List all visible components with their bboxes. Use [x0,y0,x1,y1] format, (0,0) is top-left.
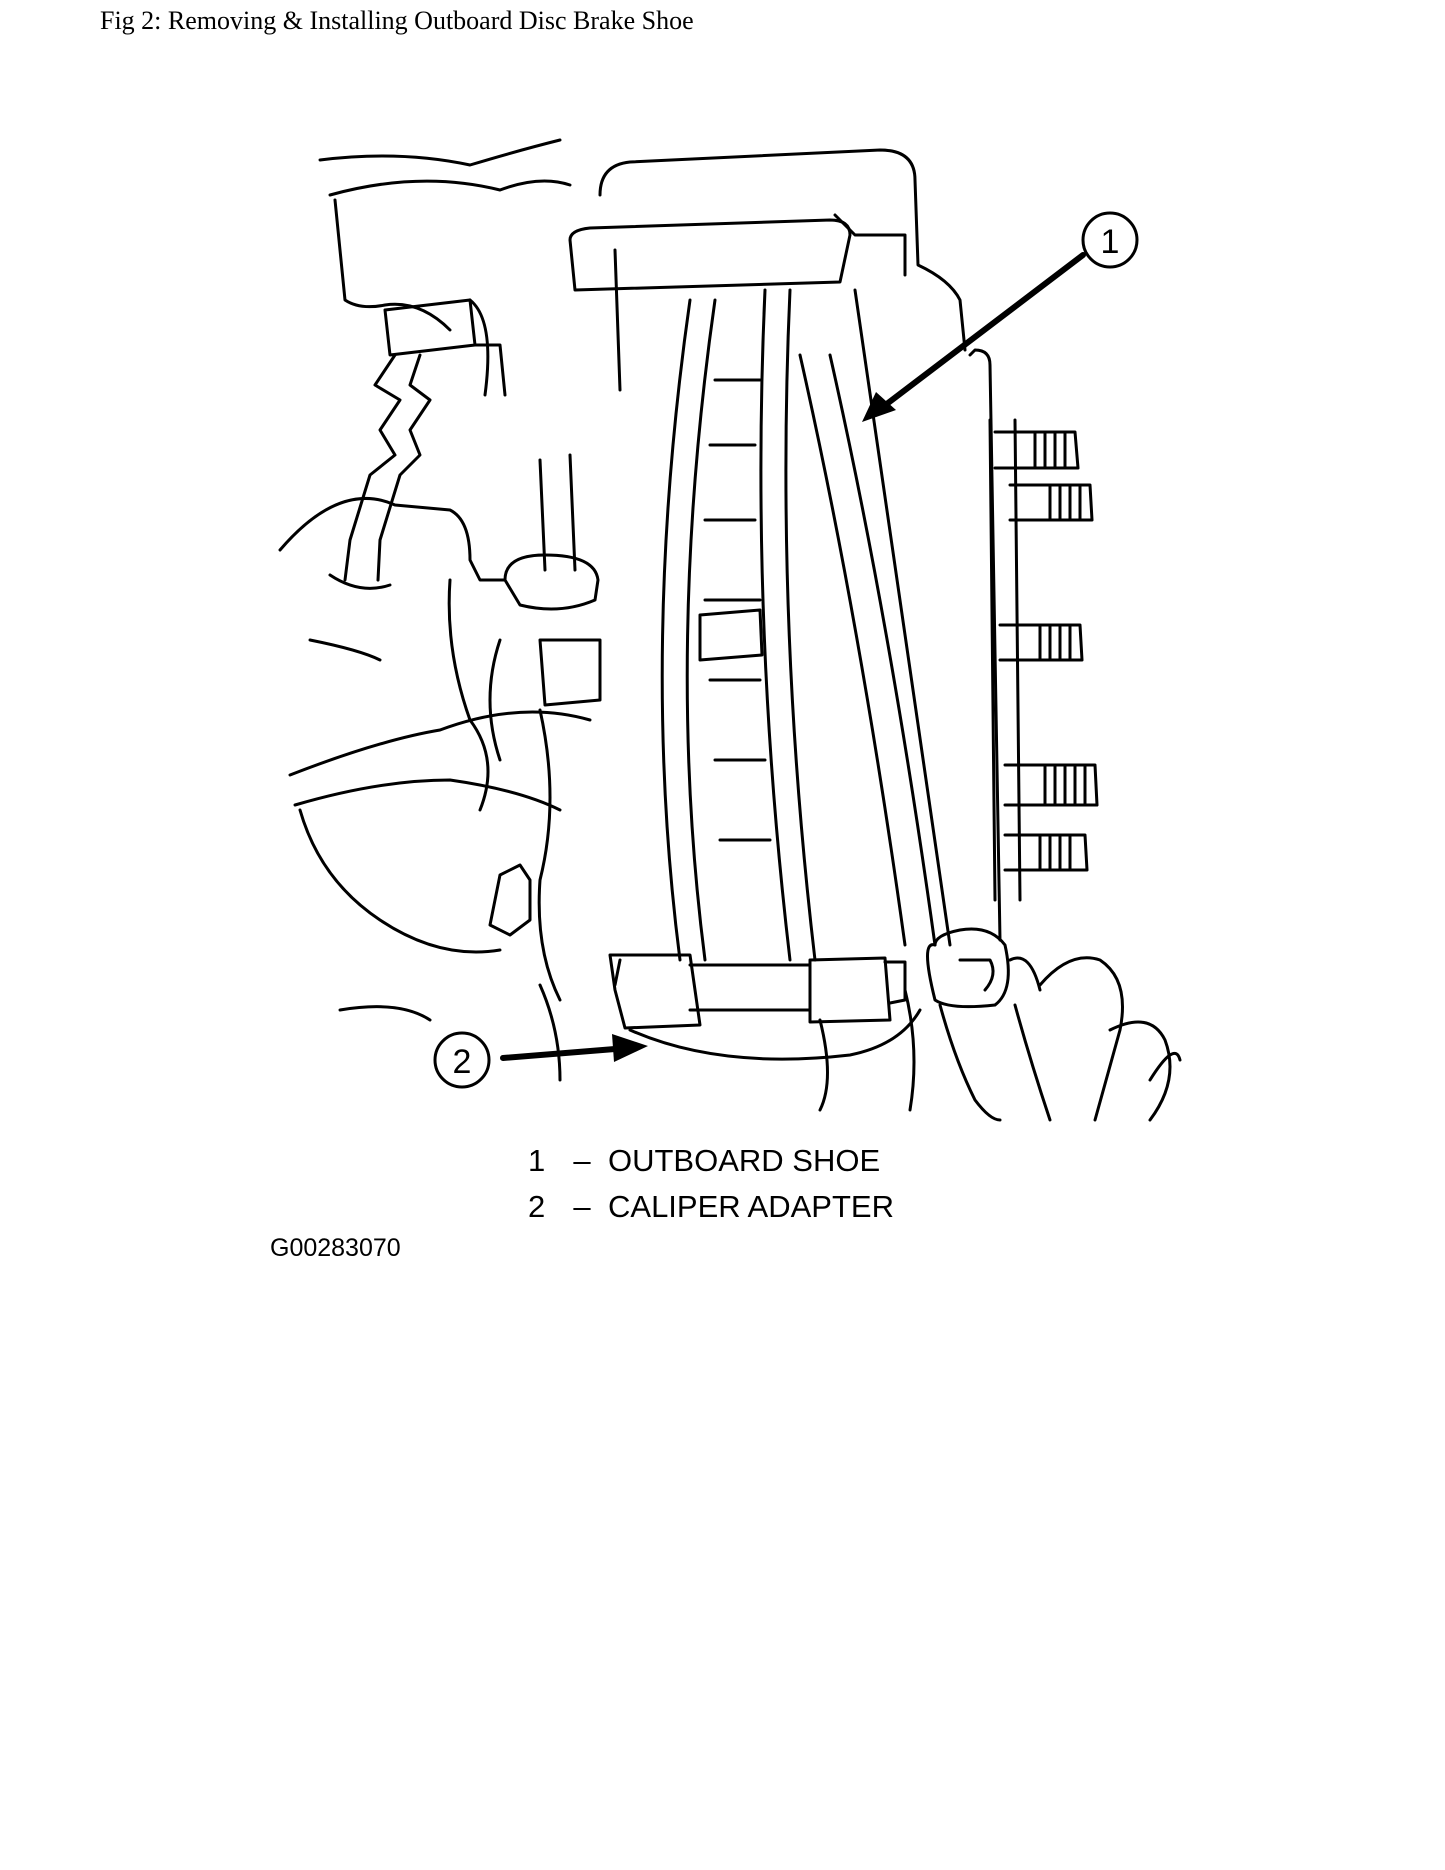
legend-item-number: 1 [528,1143,546,1178]
legend-item-caliper-adapter: 2 – CALIPER ADAPTER [528,1184,894,1230]
legend-item-dash: – [573,1143,591,1178]
callout-2-number: 2 [453,1043,472,1081]
callout-legend: 1 – OUTBOARD SHOE 2 – CALIPER ADAPTER [528,1138,894,1230]
figure-code: G00283070 [270,1234,401,1262]
figure-title: Fig 2: Removing & Installing Outboard Di… [100,6,694,35]
legend-item-outboard-shoe: 1 – OUTBOARD SHOE [528,1138,894,1184]
legend-item-label: OUTBOARD SHOE [608,1143,881,1178]
legend-item-dash: – [573,1189,591,1224]
legend-item-label: CALIPER ADAPTER [608,1189,894,1224]
callout-1-number: 1 [1101,223,1120,261]
legend-item-number: 2 [528,1189,546,1224]
